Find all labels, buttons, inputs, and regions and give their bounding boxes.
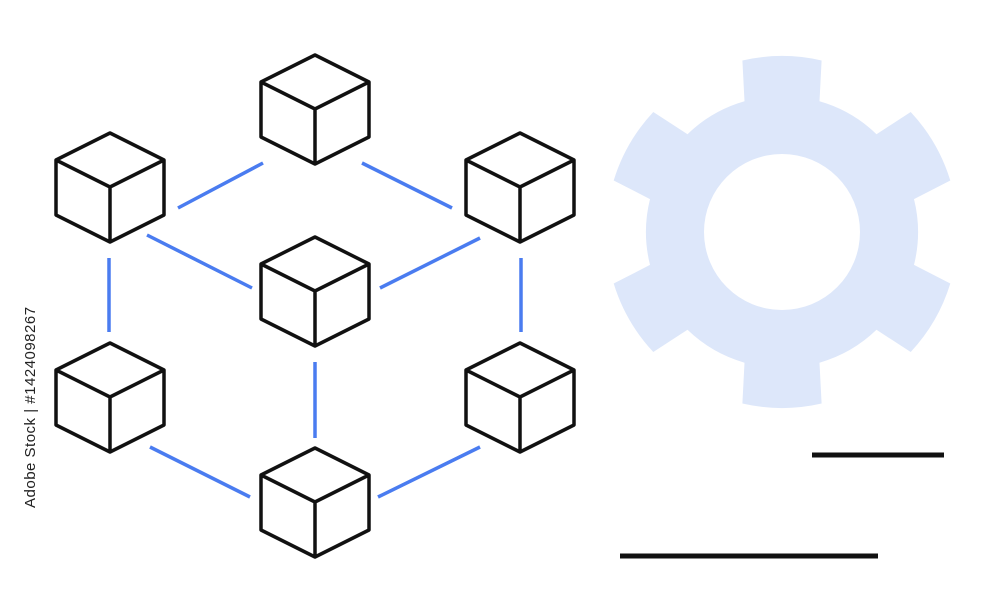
connector-line [377,445,481,499]
connector-line [146,233,253,290]
cube-icon [54,131,166,244]
cube-icon [259,235,371,348]
connector-line [149,445,251,499]
connector-line [361,161,453,210]
cube-icon [54,341,166,454]
connector-line [379,236,481,290]
gear-icon [613,55,951,409]
cube-icon [464,131,576,244]
cube-icon [259,446,371,559]
cube-icon [464,341,576,454]
stock-id-label: Adobe Stock | #1424098267 [22,306,39,508]
cube-icon [259,53,371,166]
network-connectors [107,161,523,499]
cube-network [54,53,576,559]
connector-line [177,161,264,210]
